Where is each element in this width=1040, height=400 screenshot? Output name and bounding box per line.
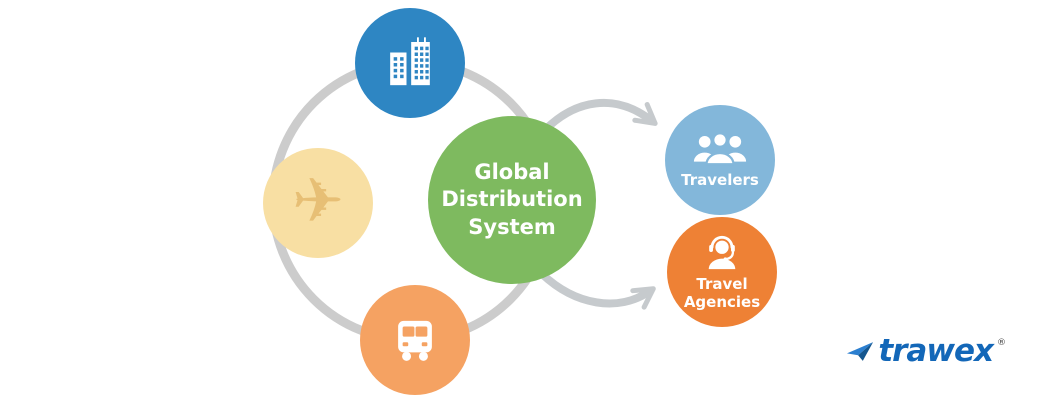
- airplane-icon: ✈: [292, 164, 344, 237]
- node-hotels: [355, 8, 465, 118]
- node-flights: ✈: [263, 148, 373, 258]
- node-bus: [360, 285, 470, 395]
- output-node-travel-agencies: Travel Agencies: [667, 217, 777, 327]
- output-node-travelers: Travelers: [665, 105, 775, 215]
- travel-agencies-label: Travel Agencies: [683, 275, 761, 311]
- arrow-to-travel-agencies: [538, 270, 656, 310]
- bus-icon: [398, 320, 432, 361]
- gds-label: Global Distribution System: [441, 160, 583, 239]
- travelers-icon: [693, 132, 747, 166]
- travelers-label: Travelers: [681, 171, 759, 189]
- headset-agent-icon: [708, 235, 736, 270]
- buildings-icon: [390, 37, 430, 86]
- center-node-gds: Global Distribution System: [428, 116, 596, 284]
- trawex-arrow-icon: [847, 342, 874, 361]
- trawex-logo: trawex ®: [846, 336, 1006, 367]
- registered-trademark-symbol: ®: [997, 338, 1006, 348]
- logo-text: trawex: [878, 333, 994, 369]
- arrow-to-travelers: [541, 98, 658, 134]
